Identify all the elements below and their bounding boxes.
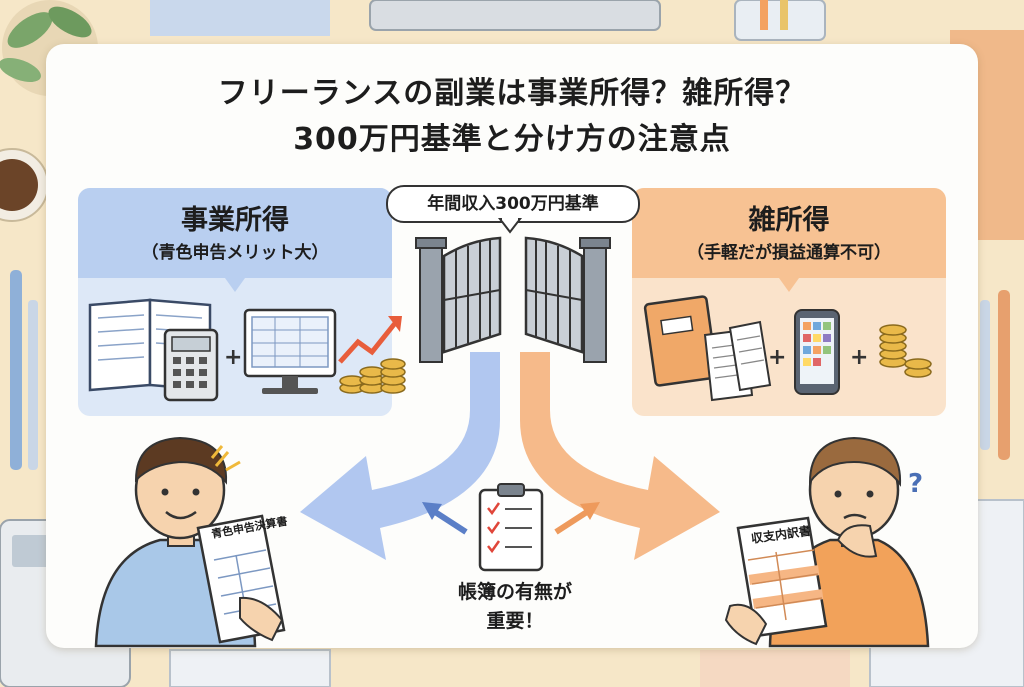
plus-sign-right-1: + bbox=[768, 345, 786, 370]
small-arrow-left-icon bbox=[422, 502, 468, 535]
coins-right-icon bbox=[879, 324, 932, 378]
flow-arrow-misc bbox=[520, 352, 720, 560]
laptop-icon bbox=[369, 0, 661, 31]
blue-return-document-icon bbox=[196, 514, 286, 644]
plus-sign-right-2: + bbox=[850, 345, 868, 370]
right-header-pointer bbox=[779, 278, 799, 292]
small-arrow-right-icon bbox=[554, 502, 600, 535]
plus-sign-left: + bbox=[224, 345, 242, 370]
title-line-1: フリーランスの副業は事業所得？雑所得？ bbox=[217, 76, 807, 111]
title-line-2: 300万円基準と分け方の注意点 bbox=[293, 122, 731, 157]
growth-arrow-icon bbox=[338, 316, 402, 364]
business-income-subtitle: （青色申告メリット大） bbox=[141, 243, 329, 263]
checklist-icon bbox=[478, 483, 544, 572]
left-header-pointer bbox=[225, 278, 245, 292]
threshold-label: 年間収入300万円基準 bbox=[386, 185, 640, 223]
pen-cup-icon bbox=[734, 0, 826, 41]
receipt-icon bbox=[703, 320, 772, 402]
flow-arrow-business bbox=[300, 352, 500, 560]
business-income-title: 事業所得 bbox=[181, 205, 289, 236]
pencil-right-icon bbox=[980, 300, 990, 450]
bottom-right-notebook-icon bbox=[700, 650, 850, 687]
bottom-notebook-icon bbox=[169, 649, 331, 687]
key-point-line-1: 帳簿の有無が bbox=[457, 581, 572, 603]
smartphone-icon bbox=[794, 309, 840, 395]
pencil-icon bbox=[28, 300, 38, 470]
coffee-cup-icon bbox=[0, 148, 49, 222]
pen-right-icon bbox=[998, 290, 1010, 460]
gate-icon bbox=[415, 236, 611, 363]
key-point-line-2: 重要！ bbox=[486, 610, 544, 632]
business-income-header: 事業所得 （青色申告メリット大） bbox=[78, 188, 392, 278]
calculator-icon bbox=[163, 328, 219, 402]
misc-income-subtitle: （手軽だが損益通算不可） bbox=[687, 243, 891, 263]
question-mark-icon: ? bbox=[908, 469, 923, 499]
income-statement-document-icon bbox=[724, 516, 828, 646]
misc-income-title: 雑所得 bbox=[748, 205, 830, 236]
notebook-deco-icon bbox=[150, 0, 330, 36]
notebook-icon bbox=[643, 295, 719, 387]
pen-icon bbox=[10, 270, 22, 470]
coins-icon bbox=[339, 358, 406, 394]
misc-income-header: 雑所得 （手軽だが損益通算不可） bbox=[632, 188, 946, 278]
computer-icon bbox=[243, 308, 337, 394]
